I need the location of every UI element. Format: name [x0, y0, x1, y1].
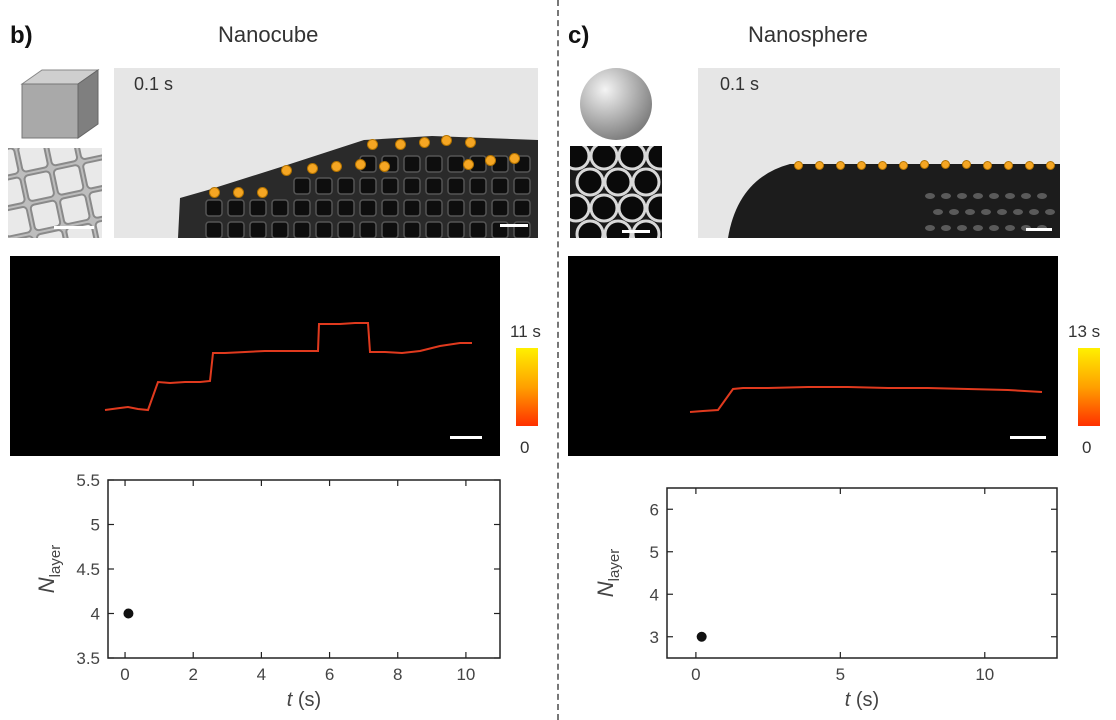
- y-tick-label: 4.5: [76, 560, 100, 579]
- scale-bar: [622, 230, 650, 233]
- y-axis-label: Nlayer: [593, 549, 623, 597]
- scale-bar: [500, 224, 528, 227]
- particle-marker: [233, 187, 244, 198]
- y-tick-label: 3.5: [76, 649, 100, 668]
- panel-b-letter: b): [10, 22, 33, 49]
- colorbar-min-label: 0: [520, 438, 530, 457]
- y-tick-label: 5: [650, 543, 659, 562]
- particle-marker: [962, 160, 971, 169]
- plot-frame: [107, 479, 501, 659]
- panel-c-letter: c): [568, 22, 590, 49]
- particle-marker: [209, 187, 220, 198]
- particle-marker: [307, 163, 318, 174]
- nanocube-liquid-cell-image: 0.1 s: [114, 68, 538, 238]
- timestamp: 0.1 s: [720, 74, 760, 94]
- data-point: [123, 608, 134, 619]
- particle-marker: [281, 165, 292, 176]
- particle-marker: [379, 161, 390, 172]
- colorbar: [1078, 348, 1100, 426]
- x-tick-label: 10: [975, 665, 994, 684]
- particle-marker: [794, 161, 803, 170]
- x-tick-label: 10: [456, 665, 475, 684]
- nanocube-layer-chart: 0 2 4 6 8 10 3.5 4 4.5 5 5.5 t (s) Nlayer: [34, 471, 501, 711]
- particle-marker: [509, 153, 520, 164]
- plot-frame: [666, 487, 1058, 659]
- panel-c-title: Nanosphere: [748, 22, 868, 47]
- particle-marker: [857, 161, 866, 170]
- particle-marker: [878, 161, 887, 170]
- scale-bar: [54, 226, 94, 229]
- particle-marker: [331, 161, 342, 172]
- y-axis-label: Nlayer: [34, 545, 64, 593]
- particle-marker: [257, 187, 268, 198]
- timestamp: 0.1 s: [134, 74, 174, 94]
- nanosphere-tem-image: [570, 146, 662, 238]
- particle-marker: [355, 159, 366, 170]
- y-tick-label: 3: [650, 628, 659, 647]
- x-tick-label: 0: [691, 665, 700, 684]
- nanosphere-liquid-cell-image: 0.1 s: [698, 68, 1060, 238]
- particle-marker: [836, 161, 845, 170]
- particle-marker: [463, 159, 474, 170]
- colorbar-max-label: 11 s: [510, 322, 541, 341]
- nanosphere-interface-trace: [568, 256, 1058, 456]
- nanosphere-layer-chart: 0 5 10 3 4 5 6 t (s) Nlayer: [593, 487, 1058, 711]
- colorbar-min-label: 0: [1082, 438, 1092, 457]
- nanocube-interface-trace: [10, 256, 500, 456]
- particle-marker: [465, 137, 476, 148]
- colorbar: [516, 348, 538, 426]
- scale-bar: [1026, 228, 1052, 231]
- particle-marker: [920, 160, 929, 169]
- y-tick-label: 6: [650, 500, 659, 519]
- x-tick-label: 4: [257, 665, 266, 684]
- data-point: [696, 631, 707, 642]
- nanosphere-shape-icon: [580, 68, 652, 140]
- particle-marker: [941, 160, 950, 169]
- panel-divider: [557, 0, 559, 720]
- particle-marker: [899, 161, 908, 170]
- particle-marker: [395, 139, 406, 150]
- particle-marker: [1046, 161, 1055, 170]
- y-tick-label: 4: [650, 585, 659, 604]
- particle-marker: [1025, 161, 1034, 170]
- colorbar-max-label: 13 s: [1068, 322, 1101, 341]
- particle-marker: [815, 161, 824, 170]
- x-tick-label: 8: [393, 665, 402, 684]
- x-tick-label: 5: [836, 665, 845, 684]
- particle-marker: [419, 137, 430, 148]
- panel-b-title: Nanocube: [218, 22, 319, 47]
- x-axis-label: t (s): [287, 689, 321, 711]
- x-tick-label: 2: [188, 665, 197, 684]
- particle-marker: [485, 155, 496, 166]
- x-axis-label: t (s): [845, 689, 879, 711]
- x-tick-label: 6: [325, 665, 334, 684]
- nanocube-tem-image: [8, 148, 102, 238]
- particle-marker: [1004, 161, 1013, 170]
- particle-marker: [367, 139, 378, 150]
- y-tick-label: 4: [91, 605, 100, 624]
- particle-marker: [983, 161, 992, 170]
- y-tick-label: 5: [91, 516, 100, 535]
- nanocube-shape-icon: [20, 69, 100, 139]
- y-tick-label: 5.5: [76, 471, 100, 490]
- particle-marker: [441, 135, 452, 146]
- x-tick-label: 0: [120, 665, 129, 684]
